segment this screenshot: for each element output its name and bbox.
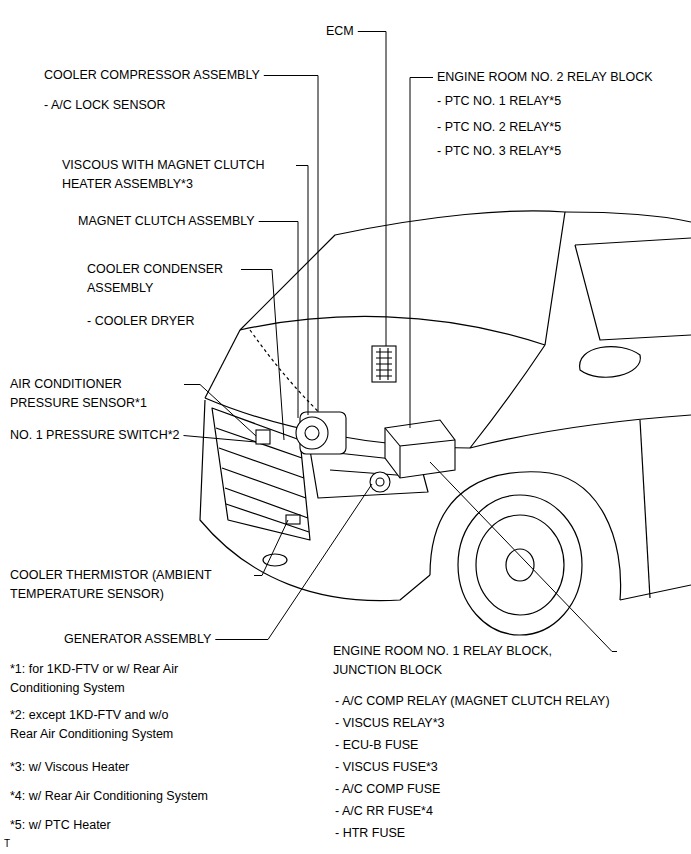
leader-line	[410, 78, 433, 429]
leader-line	[259, 222, 298, 419]
footnote: *5: w/ PTC Heater	[10, 816, 111, 835]
footnote: *2: except 1KD-FTV and w/o Rear Air Cond…	[10, 706, 195, 744]
part-label: ECM	[326, 22, 354, 41]
part-label: VISCOUS WITH MAGNET CLUTCH HEATER ASSEMB…	[62, 156, 292, 194]
leader-line	[264, 76, 318, 413]
leader-line	[254, 520, 288, 576]
footnote: *4: w/ Rear Air Conditioning System	[10, 787, 208, 806]
sub-part-label: - VISCUS FUSE*3	[335, 758, 438, 777]
part-label: AIR CONDITIONER PRESSURE SENSOR*1	[10, 375, 180, 413]
leader-line	[430, 462, 617, 652]
sub-part-label: - PTC NO. 2 RELAY*5	[437, 118, 561, 137]
part-label: GENERATOR ASSEMBLY	[64, 630, 211, 649]
sub-part-label: - PTC NO. 1 RELAY*5	[437, 92, 561, 111]
part-label: MAGNET CLUTCH ASSEMBLY	[78, 212, 255, 231]
sub-part-label: - HTR FUSE	[335, 824, 405, 843]
part-label: ENGINE ROOM NO. 2 RELAY BLOCK	[437, 68, 653, 87]
footnote: *1: for 1KD-FTV or w/ Rear Air Condition…	[10, 660, 190, 698]
sub-part-label: - COOLER DRYER	[87, 312, 194, 331]
sub-part-label: - PTC NO. 3 RELAY*5	[437, 142, 561, 161]
leader-line	[215, 484, 372, 640]
footnote: *3: w/ Viscous Heater	[10, 758, 129, 777]
part-label: COOLER CONDENSER ASSEMBLY	[87, 260, 237, 298]
part-label: COOLER COMPRESSOR ASSEMBLY	[44, 66, 260, 85]
sub-part-label: - A/C COMP FUSE	[335, 780, 440, 799]
part-label: NO. 1 PRESSURE SWITCH*2	[10, 426, 179, 445]
page-mark: T	[4, 834, 10, 853]
component-figures	[256, 346, 455, 524]
sub-part-label: - ECU-B FUSE	[335, 736, 418, 755]
sub-part-label: - VISCUS RELAY*3	[335, 714, 445, 733]
sub-part-label: - A/C LOCK SENSOR	[44, 96, 166, 115]
vehicle-body	[200, 211, 691, 635]
leader-line	[358, 32, 386, 347]
part-label: COOLER THERMISTOR (AMBIENT TEMPERATURE S…	[10, 566, 250, 604]
leader-line	[184, 385, 256, 437]
sub-part-label: - A/C COMP RELAY (MAGNET CLUTCH RELAY)	[335, 692, 610, 711]
part-label: ENGINE ROOM NO. 1 RELAY BLOCK, JUNCTION …	[333, 642, 613, 680]
leader-line	[184, 436, 257, 443]
sub-part-label: - A/C RR FUSE*4	[335, 802, 433, 821]
leader-line	[241, 270, 284, 441]
